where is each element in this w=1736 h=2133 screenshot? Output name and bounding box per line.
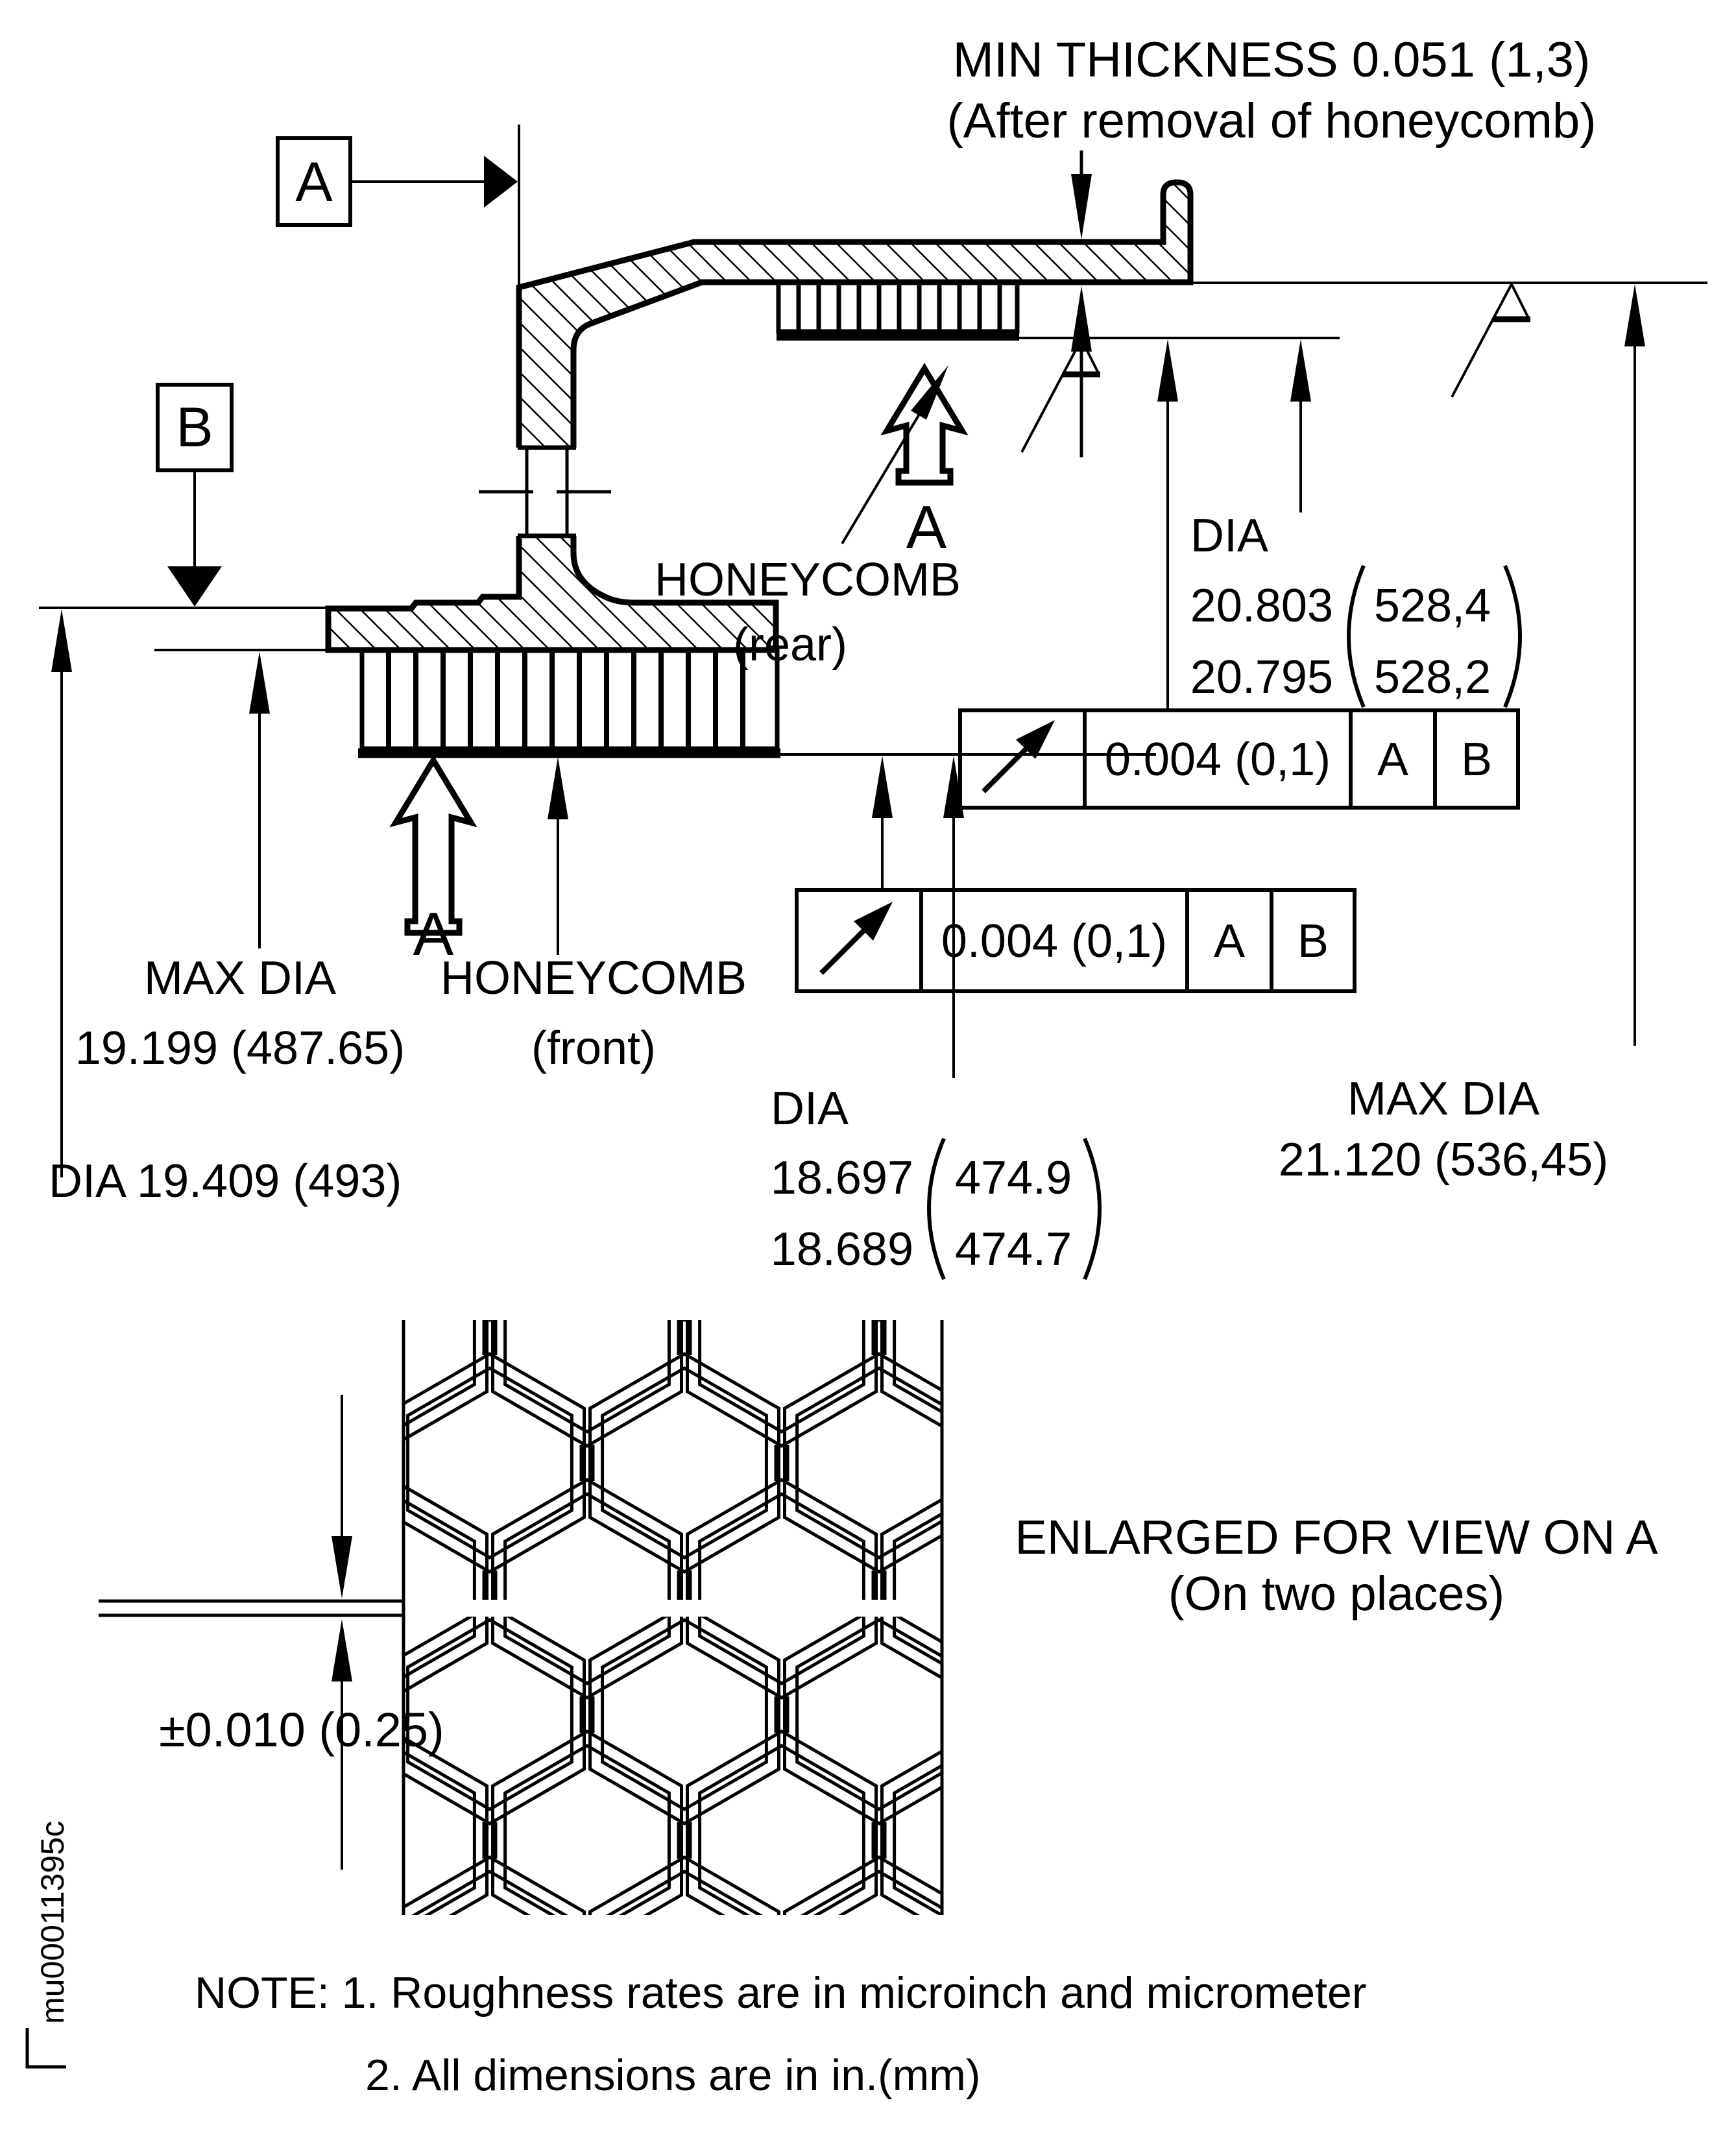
honeycomb-rear-block (776, 280, 1020, 341)
datum-b-triangle (167, 566, 222, 607)
view-arrow-a-rear: A (880, 363, 969, 561)
enlarged-honeycomb-view: ±0.010 (0.25) (99, 1320, 944, 1915)
honeycomb-cells-lower (404, 1617, 942, 1915)
feature-control-frame-1: 0.004 (0,1) A B (958, 708, 1520, 810)
honeycomb-front-block (358, 647, 780, 758)
dia-rear-callout: DIA 20.803 20.795 528,4 528,2 (1190, 510, 1522, 708)
dia-front-paren-close (1083, 1137, 1102, 1281)
datum-b: B (156, 383, 234, 607)
honeycomb-front-stripes (386, 650, 745, 749)
dia-rear-in-max: 20.803 (1190, 580, 1333, 632)
fcf2-datum-b: B (1297, 915, 1329, 967)
fcf1-datum-a: A (1377, 734, 1408, 786)
datum-a-label: A (295, 151, 333, 213)
dia-rear-in-min: 20.795 (1190, 651, 1333, 703)
dia-front-paren-open (927, 1137, 946, 1281)
runout-icon (982, 720, 1055, 793)
datum-a: A (276, 136, 518, 227)
seam-dim-arrow-upper-head (332, 1536, 352, 1598)
view-arrow-a-rear-shape (880, 363, 969, 486)
fcf2-datum-a: A (1214, 915, 1245, 967)
honeycomb-rear-label-1: HONEYCOMB (655, 554, 961, 606)
dia-rear-paren-open (1347, 564, 1366, 708)
dia-front-label: DIA (771, 1083, 849, 1135)
dia-rear-paren-close (1503, 564, 1522, 708)
min-thickness-text-1: MIN THICKNESS 0.051 (1,3) (953, 32, 1591, 88)
min-thickness-callout: MIN THICKNESS 0.051 (1,3) (After removal… (946, 32, 1597, 457)
max-dia-right-label-2: 21.120 (536,45) (1279, 1134, 1608, 1186)
dia-front-mm-max: 474.9 (955, 1152, 1072, 1204)
doc-id-bracket (25, 2028, 66, 2069)
surface-finish-symbol-right (1451, 283, 1530, 398)
enlarged-view-title-1: ENLARGED FOR VIEW ON A (1015, 1510, 1659, 1564)
honeycomb-front-label-1: HONEYCOMB (440, 952, 747, 1004)
enlarged-view-title-2: (On two places) (1168, 1567, 1504, 1621)
dia-front-in-max: 18.697 (771, 1152, 913, 1204)
seam-dim-arrow-lower-head (332, 1619, 352, 1681)
dia-front-callout: DIA 18.697 18.689 474.9 474.7 (771, 1083, 1102, 1281)
min-thickness-arrow-up-head (1071, 286, 1092, 352)
max-dia-front-label-1: MAX DIA (144, 952, 336, 1004)
view-arrow-a-front-shape (389, 754, 477, 936)
surface-finish-symbol-rear (1020, 339, 1100, 453)
cell-wall-tolerance-label: ±0.010 (0.25) (159, 1703, 444, 1757)
part-cross-section (325, 179, 1194, 653)
max-dia-front-label-2: 19.199 (487.65) (75, 1022, 405, 1074)
datum-a-triangle (484, 156, 518, 208)
dia-front-mm-min: 474.7 (955, 1223, 1072, 1275)
datum-b-label: B (176, 396, 213, 459)
honeycomb-rear-stripes (796, 282, 1002, 331)
honeycomb-cells-upper (404, 1320, 942, 1600)
note-line-2: 2. All dimensions are in in.(mm) (365, 2051, 981, 2100)
doc-id-text: mu00011395c (34, 1821, 71, 2024)
view-arrow-a-rear-label: A (906, 493, 947, 561)
dia-front-in-min: 18.689 (771, 1223, 913, 1275)
fcf1-datum-b: B (1461, 734, 1492, 786)
min-thickness-text-2: (After removal of honeycomb) (946, 93, 1596, 149)
max-dia-right-label-1: MAX DIA (1347, 1073, 1539, 1125)
dia-rear-label: DIA (1190, 510, 1268, 562)
fcf2-tolerance: 0.004 (0,1) (941, 915, 1167, 967)
honeycomb-rear-label-2: (rear) (733, 619, 847, 671)
doc-id-block: mu00011395c (25, 1821, 71, 2069)
view-arrow-a-front-label: A (413, 900, 454, 968)
dia-rear-mm-max: 528,4 (1374, 580, 1491, 632)
dia-rear-mm-min: 528,2 (1374, 651, 1491, 703)
feature-control-frame-2: 0.004 (0,1) A B (795, 888, 1356, 993)
note-line-1: NOTE: 1. Roughness rates are in microinc… (195, 1968, 1366, 2018)
runout-icon (819, 902, 893, 975)
view-arrow-a-front: A (389, 754, 477, 968)
min-thickness-arrow-down-head (1071, 174, 1092, 239)
dia-left-label: DIA 19.409 (493) (49, 1155, 402, 1207)
fcf1-tolerance: 0.004 (0,1) (1105, 734, 1331, 786)
leader-arrows (51, 284, 1645, 1177)
honeycomb-front-label-2: (front) (531, 1022, 656, 1074)
